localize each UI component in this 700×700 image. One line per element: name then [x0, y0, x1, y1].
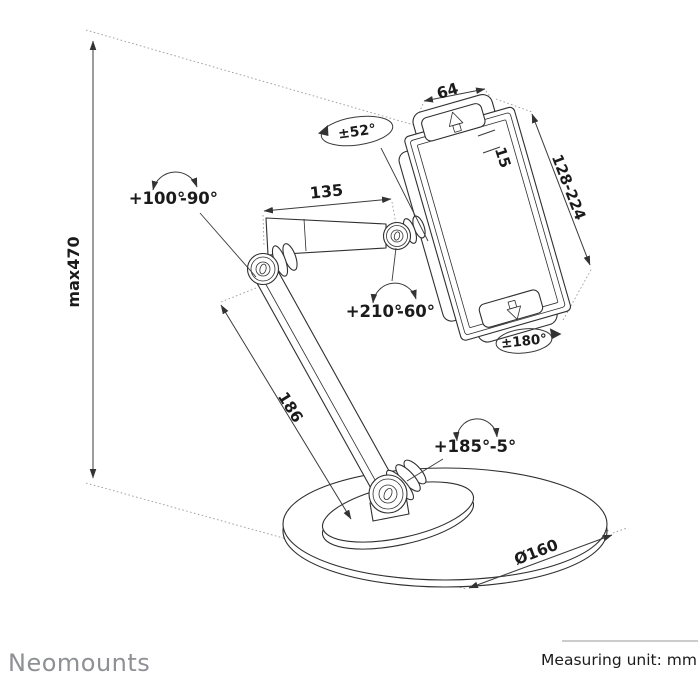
round-base	[282, 467, 608, 588]
dim-label-lower-arm: 186	[274, 389, 306, 426]
dimension-lines	[89, 40, 613, 589]
top-joint	[382, 215, 426, 251]
rotation-label-elbow-down: -90°	[180, 189, 218, 208]
rotation-ellipse-holder-rotate: ±180°	[495, 328, 562, 354]
dim-tick-clamp-bottom	[482, 146, 501, 154]
rotation-arc-base	[452, 418, 500, 442]
rotation-arc-arm-joint	[370, 282, 417, 304]
dim-line-device-range	[531, 113, 591, 266]
dim-label-device-range: 128-224	[548, 152, 589, 223]
dim-line-holder-width	[423, 87, 486, 103]
base-joint	[368, 459, 427, 514]
dim-line-lower-arm	[220, 304, 352, 520]
dim-label-max-height: max470	[64, 236, 83, 307]
rotation-ellipse-holder-tilt: ±52°	[317, 115, 394, 147]
dim-label-upper-arm: 135	[309, 180, 344, 202]
measuring-unit-label: Measuring unit: mm	[541, 651, 697, 669]
leader-elbow	[199, 212, 257, 278]
elbow-joint	[246, 243, 298, 286]
dim-line-upper-arm	[263, 196, 392, 214]
rotation-arc-elbow	[151, 171, 198, 191]
rotation-label-base-down: -5°	[490, 437, 517, 456]
rotation-label-arm-joint-down: -60°	[397, 302, 435, 321]
brand-logo: Neomounts	[8, 649, 150, 677]
rotation-label-elbow-up: +100°	[129, 189, 186, 208]
footer: Neomounts Measuring unit: mm	[8, 640, 698, 677]
rotation-label-holder-rotate: ±180°	[500, 331, 548, 352]
rotation-label-base-up: +185°	[434, 437, 491, 456]
leader-holder-tilt	[380, 147, 429, 242]
dim-label-clamp-height: 15	[491, 145, 515, 170]
leader-arm-joint	[391, 247, 397, 282]
rotation-label-holder-tilt: ±52°	[337, 121, 377, 142]
lower-arm	[251, 262, 400, 501]
top-clamp-lip	[421, 103, 486, 142]
upper-arm	[265, 217, 387, 256]
rotation-label-arm-joint-up: +210°	[346, 302, 403, 321]
dim-label-holder-width: 64	[435, 79, 461, 103]
leader-base-joint	[406, 458, 444, 482]
rotation-indicators: ±52° ±180°	[151, 115, 562, 482]
dim-tick-clamp-top	[477, 129, 496, 137]
dim-line-base-diameter	[468, 534, 613, 589]
tablet-holder	[398, 93, 572, 343]
